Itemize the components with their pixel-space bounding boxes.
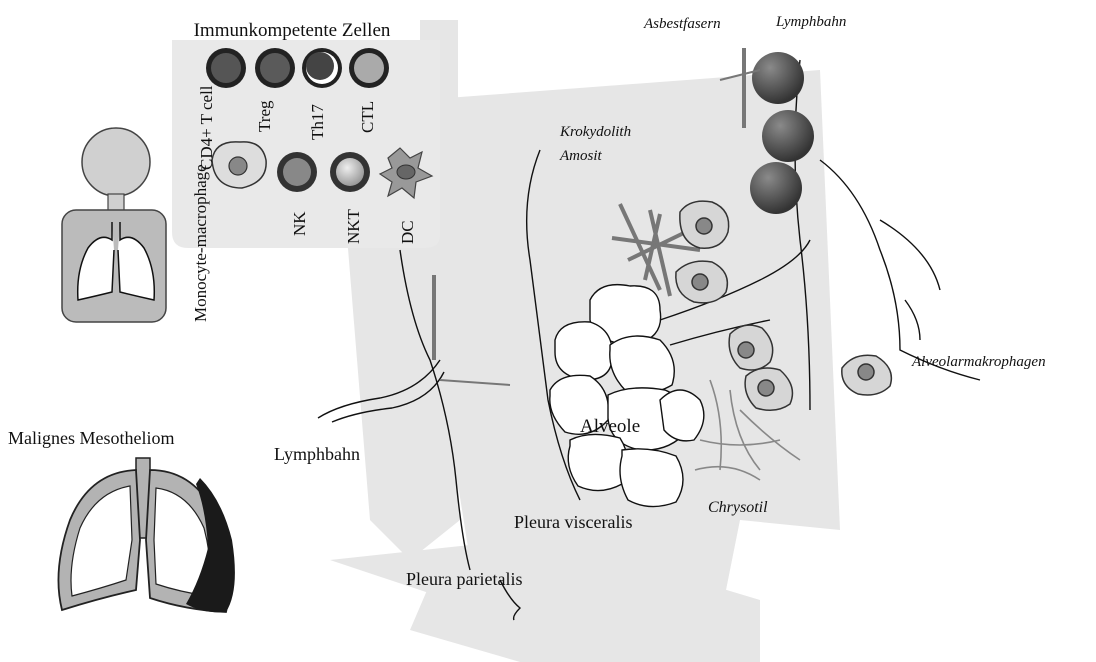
cell-treg [255, 48, 295, 88]
label-alveolarmakrophagen: Alveolarmakrophagen [911, 354, 1046, 370]
cell-ctl [349, 48, 389, 88]
label-monocyte-macrophage: Monocyte-macrophage [191, 164, 210, 322]
label-pleura-visceralis: Pleura visceralis [514, 512, 632, 532]
cell-th17 [302, 48, 342, 88]
cell-cd4-t [206, 48, 246, 88]
label-pleura-parietalis: Pleura parietalis [406, 569, 522, 589]
macrophage-1 [680, 201, 729, 248]
cell-nkt [330, 152, 370, 192]
label-amosit: Amosit [559, 148, 603, 164]
person-lungs-icon [62, 128, 166, 322]
label-krokydolith: Krokydolith [559, 124, 631, 140]
label-asbestfasern: Asbestfasern [643, 16, 721, 32]
panel-title: Immunkompetente Zellen [194, 20, 391, 41]
macrophage-3 [729, 325, 773, 370]
macrophage-5 [842, 355, 892, 395]
label-malignes-mesotheliom: Malignes Mesotheliom [8, 428, 174, 448]
mesothelioma-lungs: Malignes Mesotheliom [8, 428, 235, 612]
label-nkt: NKT [344, 208, 363, 244]
label-dc: DC [398, 220, 417, 244]
label-lymphbahn-left: Lymphbahn [274, 444, 360, 464]
label-chrysotil: Chrysotil [708, 499, 768, 516]
macrophage-4 [745, 368, 792, 410]
label-nk: NK [290, 211, 309, 236]
label-ctl: CTL [358, 101, 377, 133]
cell-monocyte-macrophage [212, 142, 266, 188]
label-th17: Th17 [308, 104, 327, 140]
label-treg: Treg [255, 100, 274, 132]
label-alveole: Alveole [580, 416, 640, 437]
label-lymphbahn-top: Lymphbahn [775, 14, 846, 30]
cell-nk [277, 152, 317, 192]
label-cd4-t-cell: CD4+ T cell [197, 85, 216, 170]
